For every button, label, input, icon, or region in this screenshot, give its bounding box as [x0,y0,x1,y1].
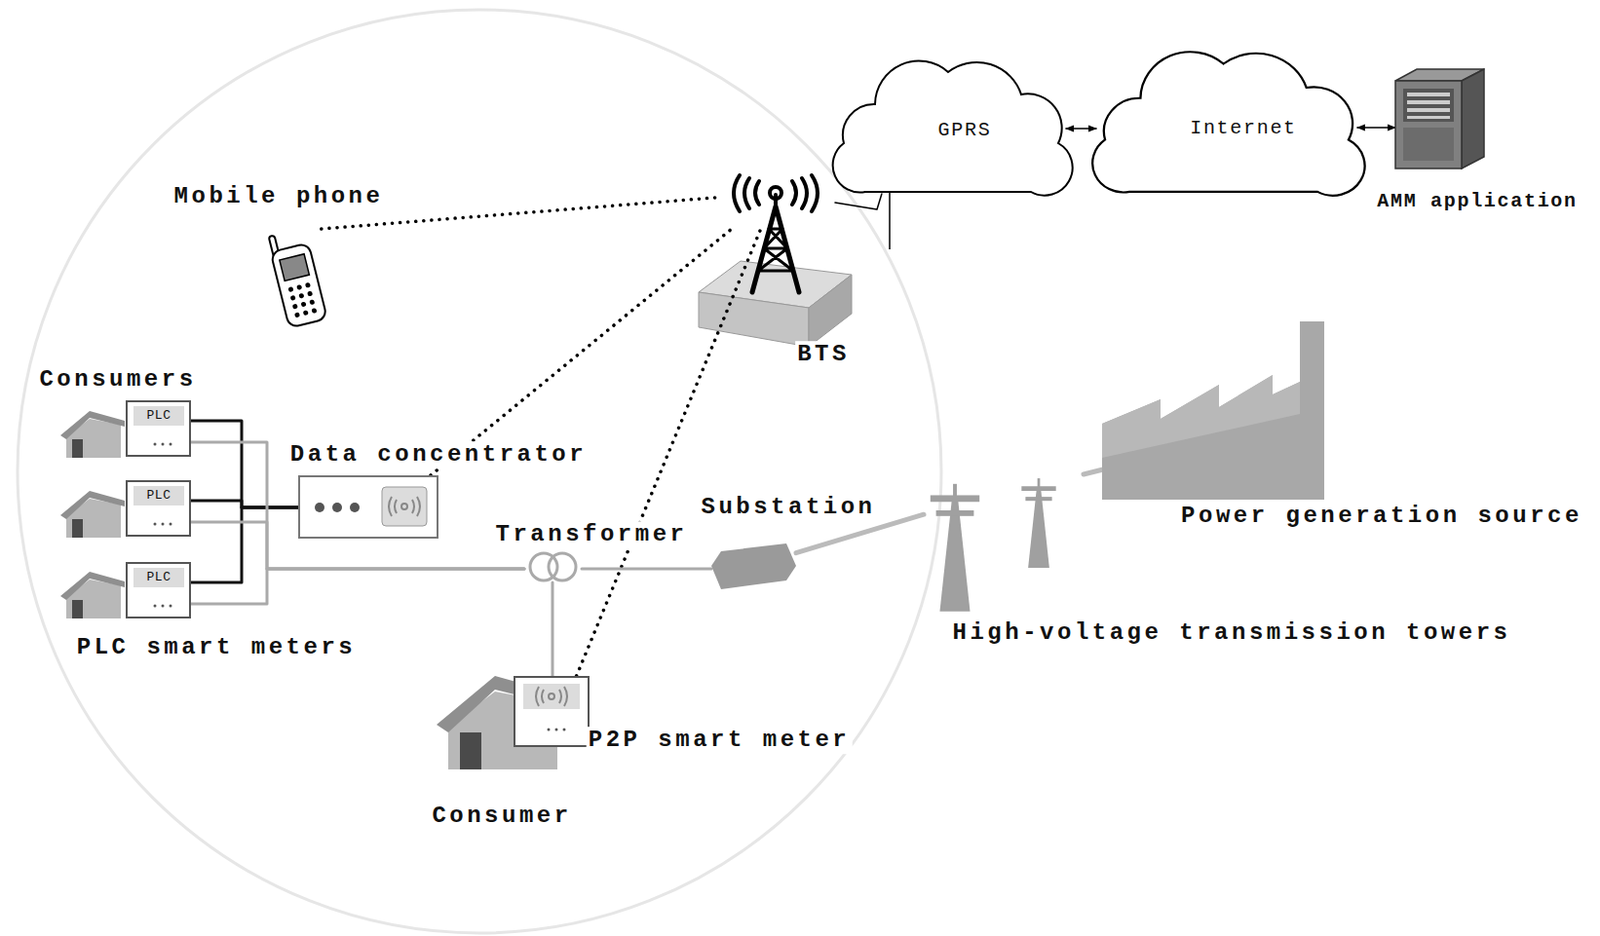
connector [1083,469,1103,475]
connector [190,507,299,583]
node-label: Internet [1187,116,1299,140]
mobile-phone: Mobile phone [269,228,327,329]
node-label: P2P smart meter [586,726,853,755]
server: AMM application [1395,69,1485,169]
power-plant: Power generation source [1102,321,1327,500]
connector [835,193,882,210]
connector [581,568,712,572]
annotation: Consumers [37,366,198,394]
substation-shape [711,543,797,590]
plc-meter: PLC [125,400,191,458]
antenna-feeder [888,190,891,250]
node-label: High-voltage transmission towers [951,619,1514,648]
node-label: PLC [147,489,172,504]
node-label: Transformer [494,521,690,549]
house-icon [60,571,125,619]
node-label: Mobile phone [172,183,386,211]
smart-meter-shape [513,676,590,748]
connector [576,226,762,677]
connector [551,582,555,677]
data-concentrator: Data concentrator [298,475,439,539]
annotation: Consumer [429,802,573,831]
node-label: AMM application [1374,190,1580,213]
connector [190,569,525,605]
annotation: PLC smart meters [75,634,358,662]
data-concentrator-shape [298,475,439,539]
bts-tower [752,194,800,293]
internet-cloud: Internet [1096,40,1358,194]
connector [1357,126,1396,129]
transmission-towers: High-voltage transmission towers [923,474,1092,612]
house-icon [60,411,125,458]
plc-meter: PLC [125,562,191,619]
substation: Substation [711,543,797,590]
node-label: Data concentrator [288,441,589,469]
node-label: PLC [147,409,172,424]
base-station-shape [716,173,836,227]
transformer-shape [524,551,582,583]
transmission-towers-shape [923,474,1092,612]
node-label: Substation [698,494,877,522]
power-plant-shape [1102,321,1327,500]
plc-meter: PLC [125,480,191,537]
node-label: Power generation source [1179,502,1585,531]
gprs-cloud: GPRS [836,50,1067,194]
house-icon [60,491,125,538]
mobile-phone-shape [269,228,327,329]
server-shape [1395,69,1485,169]
smart-meter: P2P smart meter [513,676,590,748]
base-station: BTS [716,173,836,227]
bts-platform [698,261,852,347]
connector [430,226,736,476]
transformer: Transformer [524,551,582,583]
node-label: BTS [795,341,852,369]
connector [1066,127,1097,130]
node-label: GPRS [936,118,994,142]
node-label: PLC [147,571,172,586]
coverage-circle [17,9,942,934]
connector [190,420,299,508]
